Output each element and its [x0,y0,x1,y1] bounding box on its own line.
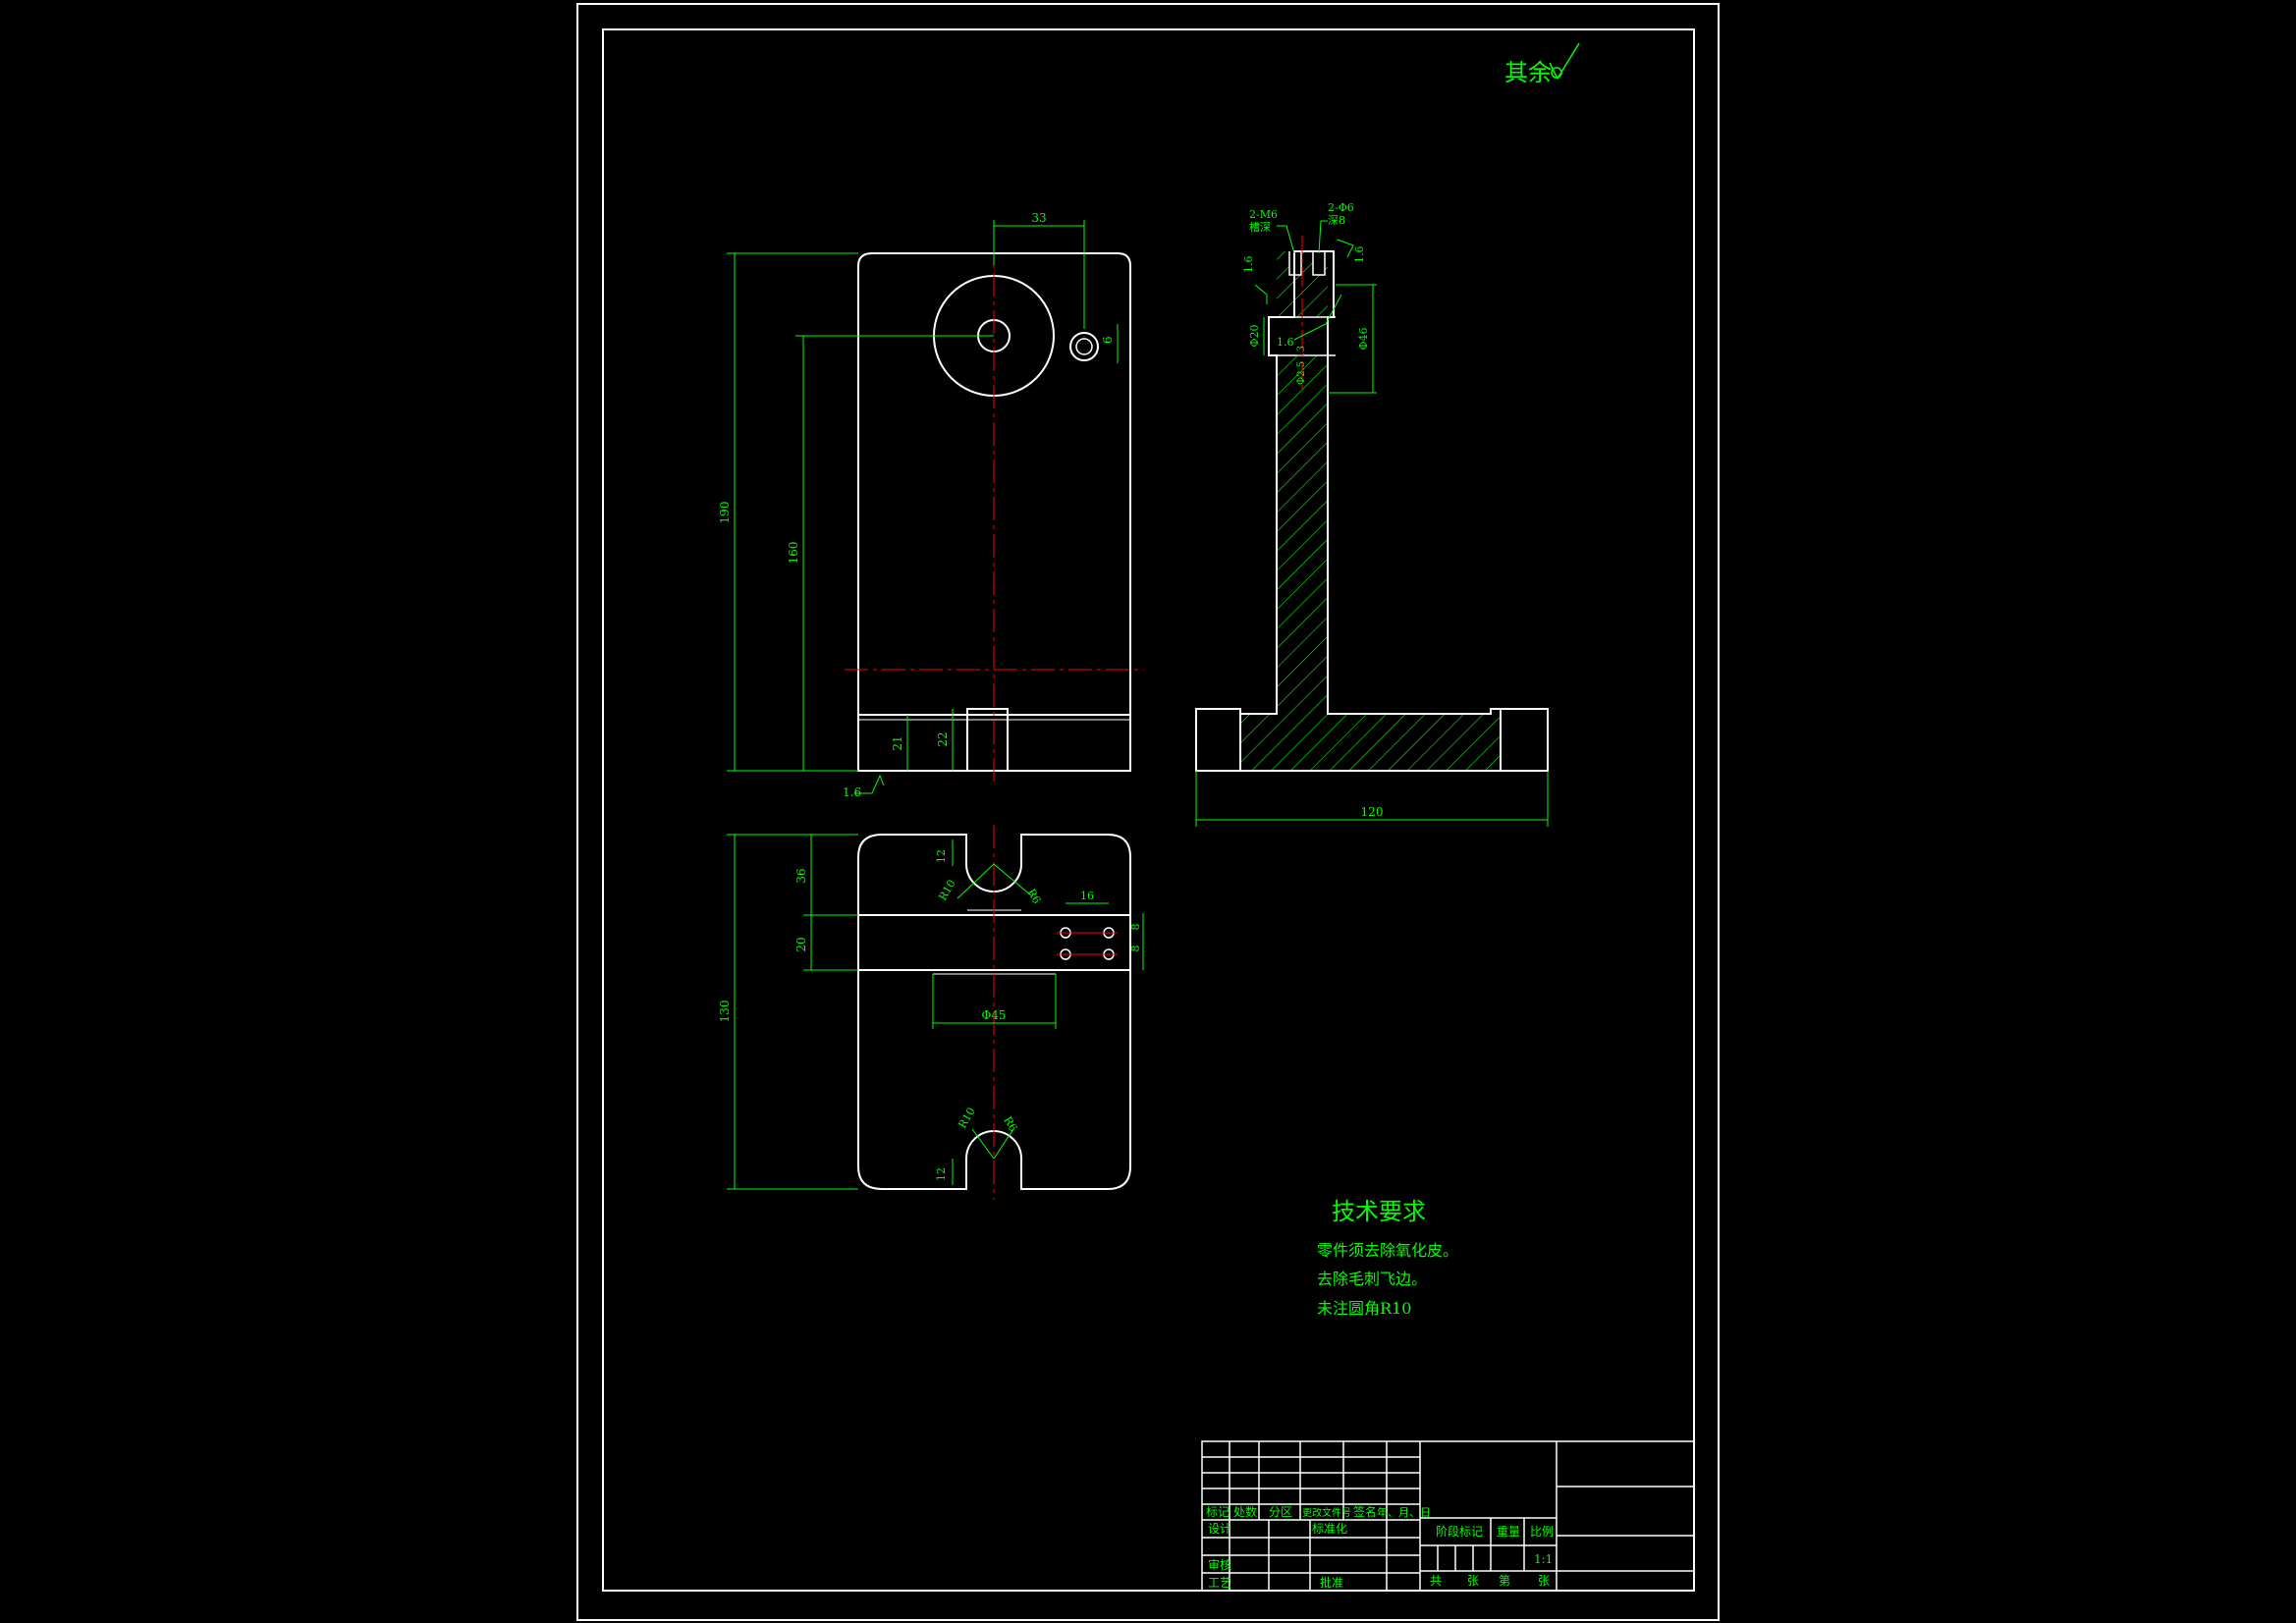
tech-req-title: 技术要求 [1332,1198,1426,1225]
tb-approve: 批准 [1320,1575,1343,1590]
side-rough-right-symbol [1337,239,1354,258]
side-rough-right-value: 1.6 [1353,246,1366,264]
tb-header-change: 更改文件号 [1302,1506,1351,1519]
side-rough-left-value: 1.6 [1242,256,1255,274]
side-label-slot-left: 2-M6 [1249,208,1278,221]
tb-scale-value: 1:1 [1534,1552,1553,1566]
dim-hole-small-value: 6 [1101,336,1115,344]
front-view-outline [857,252,1131,772]
dim-overall-height-value: 190 [718,502,732,524]
top-leader-r-top-right [993,863,1032,896]
side-slot-1 [1288,251,1302,276]
technical-requirements: 技术要求 零件须去除氧化皮。 去除毛刺飞边。 未注圆角R10 [1317,1198,1458,1318]
side-leader-left [1277,225,1295,254]
side-slot-2 [1312,251,1326,276]
dim-top-offset-value: 33 [1031,211,1046,225]
side-dim-base-width-value: 120 [1361,805,1384,819]
top-dim-overall-value: 130 [718,1001,732,1023]
side-slot-voids [1289,251,1325,275]
tb-review: 审核 [1208,1557,1231,1572]
sheet-outer-border [576,3,1720,1621]
side-label-slot-right-sub: 深8 [1328,214,1345,227]
tb-process: 工艺 [1208,1576,1231,1590]
side-rough-left-symbol [1254,284,1268,304]
side-rough-mid-value: 1.6 [1277,336,1294,349]
tb-header-date: 年、月、日 [1377,1505,1431,1519]
tb-sheet-unit-a: 张 [1467,1574,1479,1588]
side-rough-mid-leader [1293,294,1342,341]
front-small-hole-inner [1075,338,1093,355]
top-dim-hole-pitch-b: 8 [1129,946,1142,952]
surface-finish-note: 其余 [1504,42,1580,86]
tb-header-mark: 标记 [1206,1505,1230,1519]
tech-req-line-1: 零件须去除氧化皮。 [1317,1241,1458,1260]
top-leader-r-bottom-right [993,1128,1014,1160]
top-view: 130 36 20 12 12 R10 R6 R10 R6 16 8 8 Φ45 [718,825,1144,1200]
tb-design: 设计 [1208,1522,1231,1536]
front-roughness-symbol [854,774,885,794]
side-view: 2-M6 槽深 2-Φ6 深8 1.6 1.6 1.6 Φ20 Φ46 Φ2.5… [1195,201,1549,827]
side-leader-right [1318,220,1328,254]
top-dim-slot-bottom-value: 12 [935,1167,948,1181]
front-roughness-value: 1.6 [843,785,861,799]
surface-finish-text: 其余 [1504,59,1552,86]
front-view: 33 6 190 160 21 22 1.6 [718,211,1144,799]
tb-sheet-unit-b: 张 [1538,1574,1550,1588]
tb-weight: 重量 [1497,1525,1520,1539]
tb-scale-label: 比例 [1530,1525,1554,1539]
top-dim-upper-value: 36 [794,868,808,883]
side-bore-note: Φ2.5 13 [1296,346,1307,385]
front-slot [966,708,1009,771]
title-block-text: 标记 处数 分区 更改文件号 签名 年、月、日 设计 标准化 审核 工艺 批准 … [1206,1504,1554,1590]
top-leader-r-top-left [957,863,995,899]
title-block [1201,1440,1695,1592]
top-dim-center-dia-value: Φ45 [981,1008,1006,1022]
side-label-slot-left-sub: 槽深 [1249,221,1271,234]
top-leader-r-bottom-left [971,1128,995,1160]
tb-stage-mark: 阶段标记 [1436,1524,1483,1539]
top-dim-hole-spacing-value: 16 [1080,890,1094,902]
tech-req-line-2: 去除毛刺飞边。 [1317,1270,1427,1288]
top-dim-slot-top-value: 12 [935,849,948,863]
tb-sheet-total: 共 [1430,1574,1442,1588]
tb-header-zone: 分区 [1269,1505,1292,1519]
dim-base-step-2-value: 22 [936,731,950,746]
dim-base-step-1-value: 21 [891,735,904,750]
sheet-inner-border [602,28,1695,1592]
roughness-symbol-tick [1549,42,1580,81]
dim-center-height-value: 160 [787,542,800,565]
top-view-outline [857,834,1131,1190]
tech-req-line-3: 未注圆角R10 [1317,1299,1411,1318]
side-label-slot-right: 2-Φ6 [1328,201,1354,214]
tb-standard: 标准化 [1312,1522,1347,1536]
tb-header-sign: 签名 [1353,1504,1377,1519]
side-dim-dia-right-value: Φ46 [1357,327,1370,350]
title-block-frame [1201,1440,1695,1592]
front-small-hole-outer [1069,332,1099,361]
top-dim-mid-value: 20 [794,937,808,951]
tb-sheet-no: 第 [1499,1574,1510,1588]
side-section-hatch [1240,251,1501,771]
side-dim-dia-left-value: Φ20 [1248,324,1261,347]
tb-header-count: 处数 [1233,1504,1257,1519]
top-dim-hole-pitch-a: 8 [1129,924,1142,931]
